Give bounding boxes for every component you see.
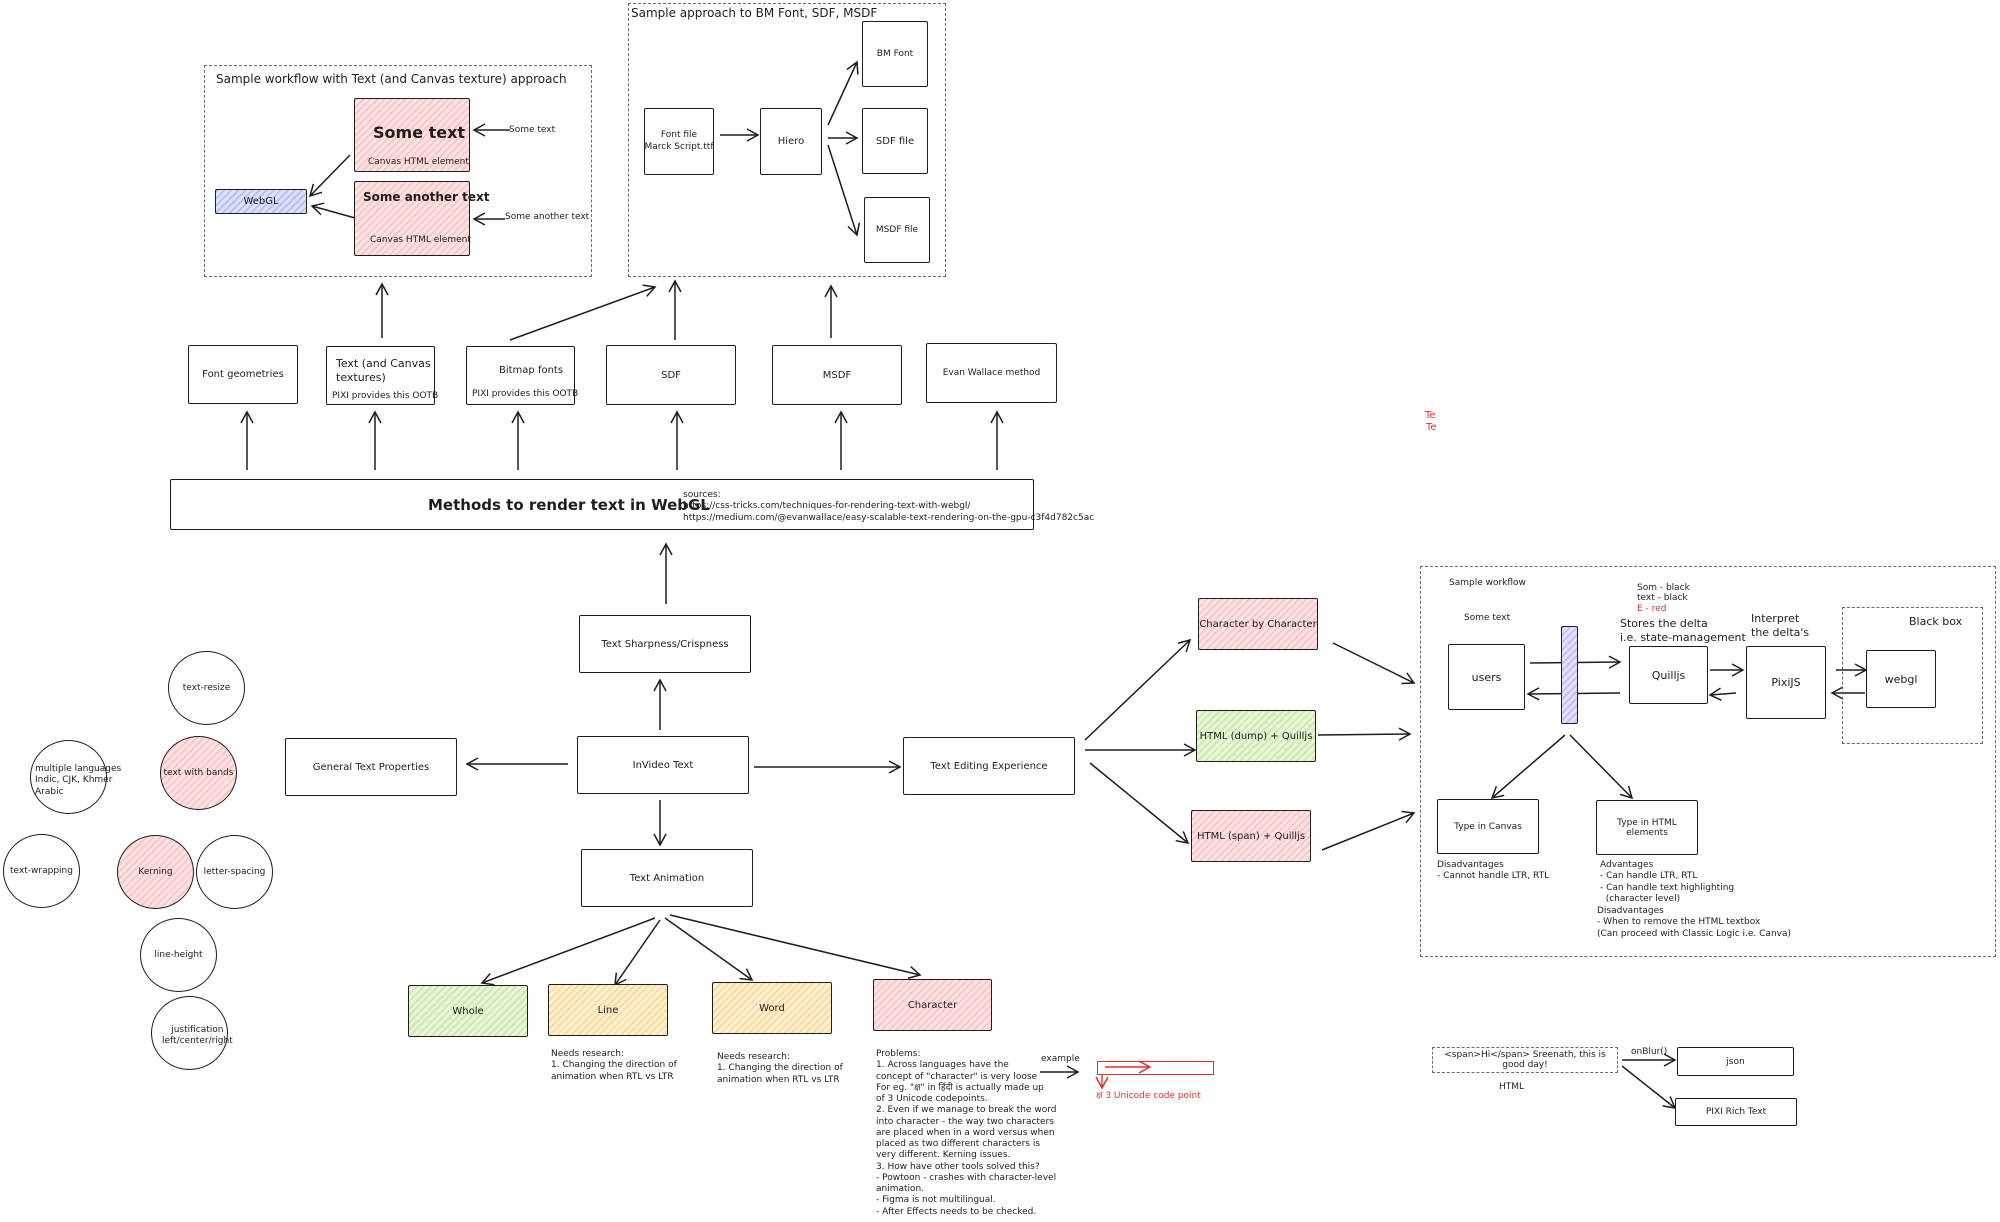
bm-font-box[interactable]: BM Font (862, 21, 928, 87)
circle-multiple-languages[interactable]: multiple languages Indic, CJK, Khmer Ara… (30, 740, 121, 814)
html-advantages: Advantages - Can handle LTR, RTL - Can h… (1600, 860, 1735, 904)
type-in-html-box[interactable]: Type in HTML elements (1596, 800, 1698, 855)
sdf-file-box[interactable]: SDF file (862, 108, 928, 174)
pixi-rich-text-box[interactable]: PIXI Rich Text (1675, 1098, 1797, 1126)
circle-justification[interactable]: justification left/center/right (151, 996, 233, 1070)
text-canvas-method-box[interactable]: Text (and Canvas textures) PIXI provides… (326, 346, 439, 405)
bm-font-approach-section (628, 3, 946, 277)
stores-delta-label: Stores the delta i.e. state-management (1620, 617, 1746, 644)
text-sharpness-box[interactable]: Text Sharpness/Crispness (579, 615, 751, 673)
anim-character-box[interactable]: Character (873, 979, 992, 1031)
invideo-text-box[interactable]: InVideo Text (577, 736, 749, 794)
example-label: example (1041, 1054, 1080, 1064)
hiero-box[interactable]: Hiero (760, 108, 822, 175)
section-title-canvas-workflow: Sample workflow with Text (and Canvas te… (216, 72, 567, 86)
example-red-box (1097, 1061, 1214, 1075)
justification-label: justification left/center/right (162, 1025, 233, 1047)
circle-text-wrapping[interactable]: text-wrapping (3, 834, 80, 908)
bitmap-fonts-note: PIXI provides this OOTB (472, 389, 579, 399)
char-by-char-box[interactable]: Character by Character (1198, 598, 1318, 650)
black-box-section (1842, 607, 1983, 744)
character-problems-note: Problems: 1. Across languages have the c… (876, 1049, 1057, 1217)
some-another-text-label: Some another text (363, 190, 490, 204)
input-some-text: Some text (509, 125, 556, 135)
some-another-text-canvas-box[interactable]: Some another text Canvas HTML element (354, 181, 489, 256)
circle-text-with-bands[interactable]: text with bands (160, 736, 237, 810)
html-label: HTML (1499, 1082, 1525, 1092)
text-editing-experience-box[interactable]: Text Editing Experience (903, 737, 1075, 795)
workflow-title: Sample workflow (1449, 578, 1526, 588)
font-file-box[interactable]: Font file Marck Script.ttf (644, 108, 714, 175)
font-geometries-box[interactable]: Font geometries (188, 345, 298, 404)
canvas-label-2: Canvas HTML element (370, 235, 471, 245)
circle-line-height[interactable]: line-height (140, 918, 217, 992)
methods-main-box[interactable]: Methods to render text in WebGL sources:… (170, 479, 1094, 530)
type-in-canvas-box[interactable]: Type in Canvas (1437, 799, 1539, 854)
sample-workflow-canvas-section (204, 65, 592, 277)
text-canvas-note: PIXI provides this OOTB (332, 391, 439, 401)
black-box-label: Black box (1909, 615, 1963, 628)
workflow-some-text: Some text (1464, 613, 1511, 623)
legend-e: E - red (1637, 604, 1667, 614)
main-title: Methods to render text in WebGL (428, 496, 710, 514)
html-disadvantages: Disadvantages - When to remove the HTML … (1597, 906, 1791, 939)
bitmap-fonts-label: Bitmap fonts (499, 365, 564, 376)
sample-workflow-right-section (1420, 566, 1996, 957)
word-research-note: Needs research: 1. Changing the directio… (717, 1052, 843, 1085)
json-box[interactable]: json (1677, 1047, 1794, 1076)
sdf-method-box[interactable]: SDF (606, 345, 736, 405)
anim-word-box[interactable]: Word (712, 982, 832, 1034)
evan-wallace-box[interactable]: Evan Wallace method (926, 343, 1057, 403)
msdf-method-box[interactable]: MSDF (772, 345, 902, 405)
users-box[interactable]: users (1448, 644, 1525, 710)
circle-text-resize[interactable]: text-resize (168, 651, 245, 725)
main-sources: sources: https://css-tricks.com/techniqu… (683, 490, 1095, 523)
legend-text: text - black (1637, 593, 1688, 603)
interpret-delta-label: Interpret the delta's (1751, 612, 1810, 639)
some-text-canvas-box[interactable]: Some text Canvas HTML element (354, 98, 470, 172)
pixijs-box[interactable]: PixiJS (1746, 646, 1826, 719)
quilljs-box[interactable]: Quilljs (1629, 646, 1708, 704)
canvas-label-1: Canvas HTML element (368, 157, 469, 167)
circle-letter-spacing[interactable]: letter-spacing (196, 835, 273, 909)
canvas-disadvantages: Disadvantages - Cannot handle LTR, RTL (1437, 860, 1550, 882)
text-input-bar[interactable] (1561, 626, 1578, 724)
legend-som: Som - black (1637, 583, 1690, 593)
html-dump-quilljs-box[interactable]: HTML (dump) + Quilljs (1196, 710, 1316, 762)
stray-te-2: Te (1426, 422, 1437, 433)
anim-whole-box[interactable]: Whole (408, 985, 528, 1037)
msdf-file-box[interactable]: MSDF file (864, 197, 930, 263)
circle-kerning[interactable]: Kerning (117, 835, 194, 909)
text-canvas-label: Text (and Canvas textures) (336, 357, 431, 384)
webgl-blackbox-box[interactable]: webgl (1866, 650, 1936, 708)
stray-te-1: Te (1425, 410, 1436, 421)
input-some-another-text: Some another text (505, 212, 590, 222)
webgl-box[interactable]: WebGL (215, 189, 307, 214)
section-title-bm-font: Sample approach to BM Font, SDF, MSDF (631, 6, 878, 20)
span-html-box[interactable]: <span>Hi</span> Sreenath, this is good d… (1432, 1047, 1618, 1073)
multiple-languages-label: multiple languages Indic, CJK, Khmer Ara… (35, 764, 122, 797)
onblur-label: onBlur() (1631, 1047, 1668, 1057)
general-text-properties-box[interactable]: General Text Properties (285, 738, 457, 796)
bitmap-fonts-box[interactable]: Bitmap fonts PIXI provides this OOTB (466, 346, 579, 405)
text-animation-box[interactable]: Text Animation (581, 849, 753, 907)
some-text-label: Some text (373, 123, 466, 142)
example-note: क्ष 3 Unicode code point (1096, 1091, 1201, 1101)
html-span-quilljs-box[interactable]: HTML (span) + Quilljs (1191, 810, 1311, 862)
anim-line-box[interactable]: Line (548, 984, 668, 1036)
line-research-note: Needs research: 1. Changing the directio… (551, 1049, 677, 1082)
